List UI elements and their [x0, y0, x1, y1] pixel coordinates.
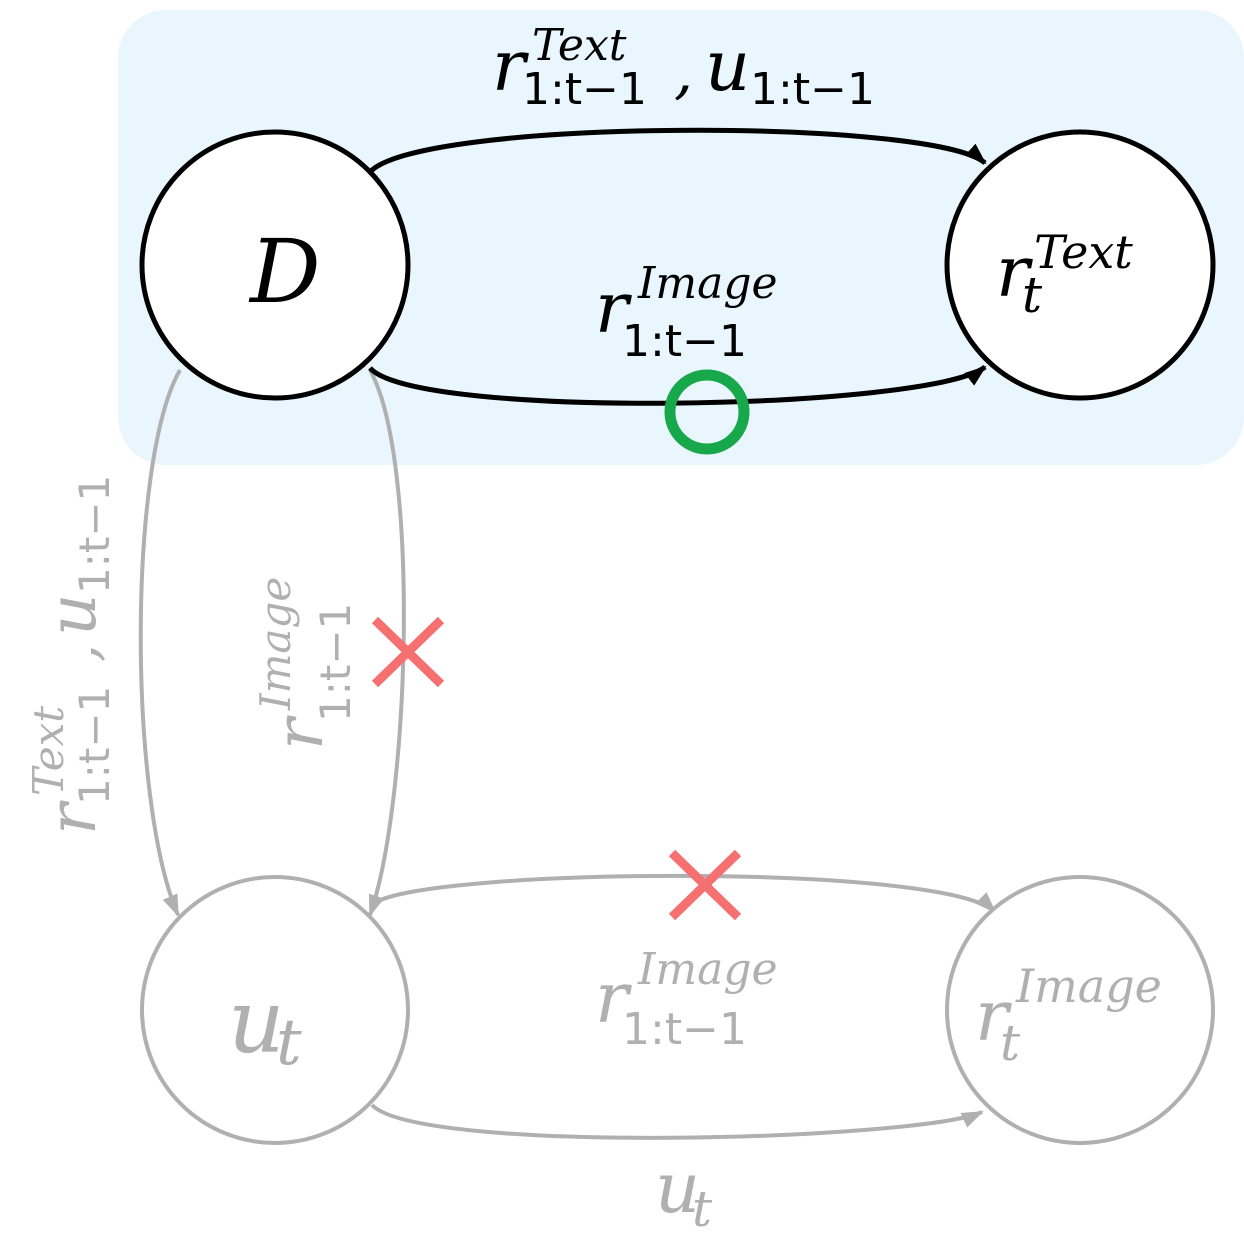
edge-left-r-base: r	[34, 800, 111, 835]
edge-right-r-sub: 1:t−1	[311, 603, 360, 722]
edge-ut-to-rimage-bottom	[370, 1103, 984, 1140]
edge-right-r-base: r	[261, 715, 338, 750]
node-r-image-sup: Image	[1015, 959, 1162, 1013]
edge-right-r-sup: Image	[251, 577, 300, 711]
edge-ut-to-rimage-bottom-label: u t	[655, 1147, 722, 1238]
node-d-label: D	[248, 220, 321, 323]
allowed-circle-icon	[664, 369, 750, 455]
edge-left-u-base: u	[34, 593, 111, 636]
edge-utop-r-sup: Image	[637, 944, 778, 995]
edge-top-sep: ,	[674, 37, 693, 107]
edge-left-sep: ,	[46, 644, 111, 662]
edge-d-to-ut-right-label: r Image 1:t−1	[229, 556, 360, 750]
edge-d-to-ut-right-label-group: r Image 1:t−1	[229, 556, 360, 750]
highlight-region	[118, 10, 1244, 465]
node-r-text-sup: Text	[1034, 225, 1133, 279]
edge-ut-to-rimage-top	[370, 873, 997, 914]
edge-top-r-sub: 1:t−1	[522, 64, 647, 115]
blocked-cross-icon	[371, 616, 445, 688]
edge-bottom-r-base: r	[595, 267, 632, 349]
edge-utop-r-sub: 1:t−1	[622, 1004, 747, 1055]
node-r-text-base: r	[996, 231, 1033, 313]
edge-d-to-ut-left-label-group: r Text 1:t−1 , u 1:t−1	[2, 475, 125, 835]
node-u-t-sub: t	[276, 1006, 302, 1080]
node-d	[139, 129, 411, 401]
edge-ubot-u-sub: t	[692, 1180, 713, 1238]
edge-d-to-ut-left	[138, 369, 182, 917]
edge-ubot-u-base: u	[655, 1147, 700, 1229]
node-r-text-sub: t	[1022, 266, 1043, 324]
edge-d-to-rtext-top	[368, 127, 987, 174]
node-r-image-sub: t	[1000, 1014, 1021, 1072]
node-u-t	[140, 875, 410, 1145]
edge-left-r-sub: 1:t−1	[70, 686, 119, 805]
node-r-image-label: r Image t	[975, 937, 1184, 1072]
node-d-base: D	[248, 220, 321, 323]
edge-d-to-rtext-bottom-label: r Image 1:t−1	[595, 233, 800, 367]
edge-top-u-base: u	[705, 25, 750, 107]
edge-left-u-sub: 1:t−1	[70, 475, 119, 594]
edge-ut-to-rimage-top-label: r Image 1:t−1	[595, 919, 800, 1055]
edge-d-to-ut-left-label: r Text 1:t−1 , u 1:t−1	[2, 475, 125, 835]
edge-utop-r-base: r	[595, 957, 632, 1039]
node-r-text	[944, 129, 1216, 401]
node-r-image-base: r	[975, 975, 1012, 1057]
edge-bottom-r-sub: 1:t−1	[622, 316, 747, 367]
node-u-t-label: u t	[228, 970, 313, 1080]
edge-top-r-sup: Text	[532, 20, 627, 71]
node-r-image	[945, 875, 1215, 1145]
edge-d-to-rtext-top-label: r Text 1:t−1 , u 1:t−1	[492, 0, 875, 121]
edge-d-to-ut-right	[368, 369, 406, 917]
node-r-text-label: r Text t	[996, 203, 1155, 324]
node-u-t-base: u	[228, 970, 285, 1073]
blocked-cross-icon	[668, 849, 742, 921]
edge-bottom-r-sup: Image	[637, 258, 778, 309]
edge-top-r-base: r	[492, 25, 529, 107]
edge-left-r-sup: Text	[24, 706, 73, 796]
edge-top-u-sub: 1:t−1	[750, 64, 875, 115]
